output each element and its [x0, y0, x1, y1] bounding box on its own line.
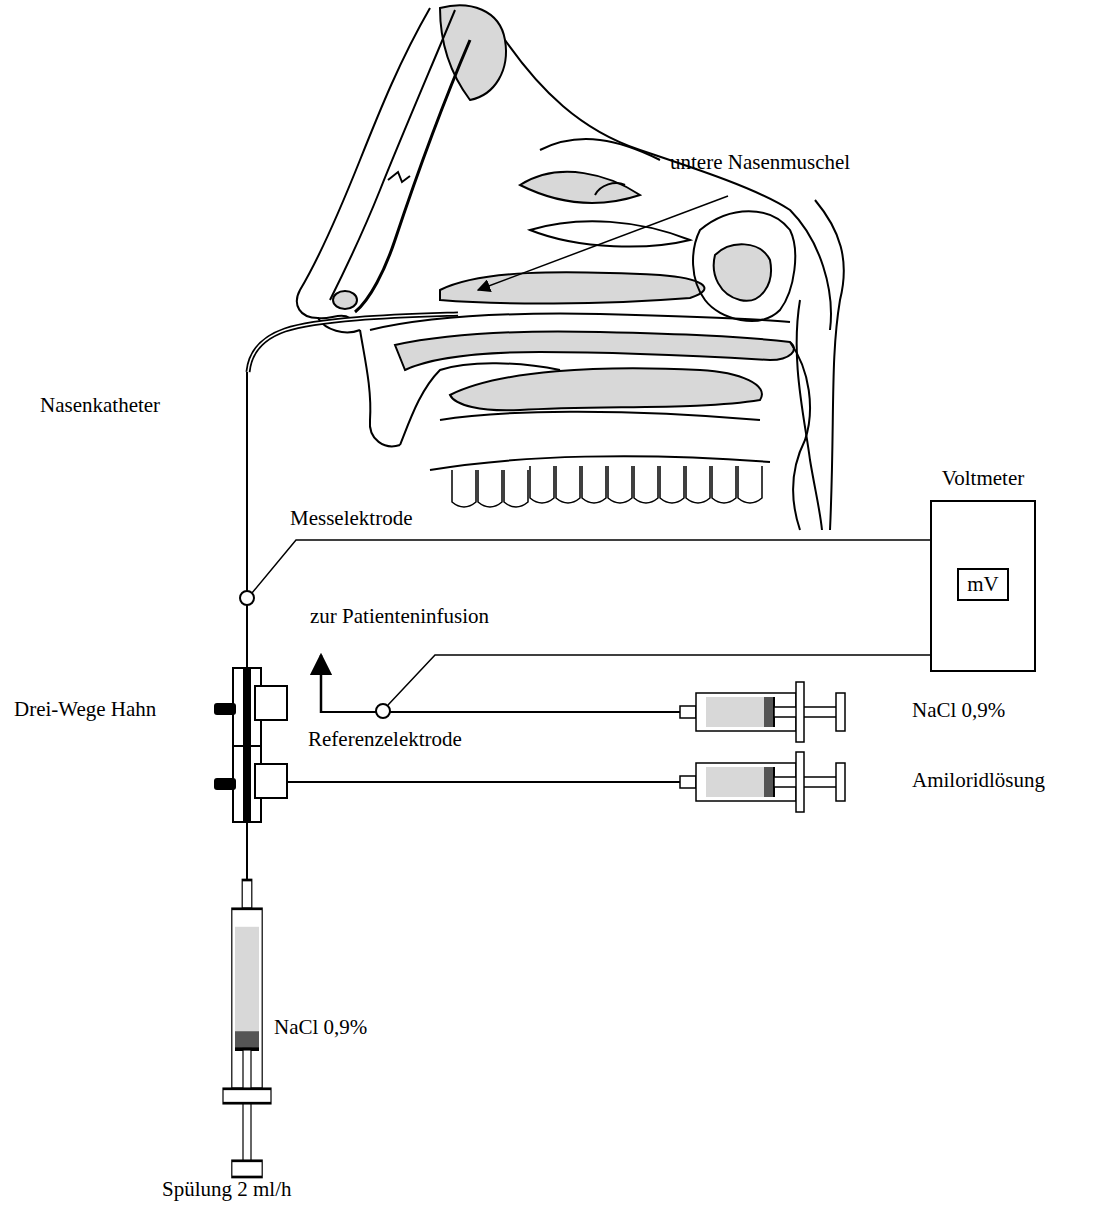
part-label: Messelektrode	[290, 506, 412, 530]
tooth	[556, 466, 580, 503]
part-label: Nasenkatheter	[40, 393, 160, 417]
display-box: mV	[957, 568, 1009, 601]
tooth	[660, 466, 684, 503]
tooth	[478, 470, 502, 507]
tooth	[530, 466, 554, 503]
tooth	[582, 466, 606, 503]
tooth	[608, 466, 632, 503]
device-title: Voltmeter	[942, 466, 1024, 490]
tooth	[738, 466, 762, 503]
tooth	[686, 466, 710, 503]
voltmeter-box: VoltmetermV	[930, 500, 1036, 672]
part-label: Drei-Wege Hahn	[14, 697, 156, 721]
part-label: untere Nasenmuschel	[670, 150, 850, 174]
flow-label: Spülung 2 ml/h	[162, 1177, 292, 1201]
solution-label: NaCl 0,9%	[274, 1015, 367, 1039]
tooth	[504, 470, 528, 507]
solution-label: NaCl 0,9%	[912, 698, 1005, 722]
tooth	[634, 466, 658, 503]
tooth	[712, 466, 736, 503]
unit-text: mV	[967, 572, 999, 596]
solution-label: Amiloridlösung	[912, 768, 1045, 792]
part-label: Referenzelektrode	[308, 727, 462, 751]
part-label: zur Patienteninfusion	[310, 604, 489, 628]
tooth	[452, 470, 476, 507]
